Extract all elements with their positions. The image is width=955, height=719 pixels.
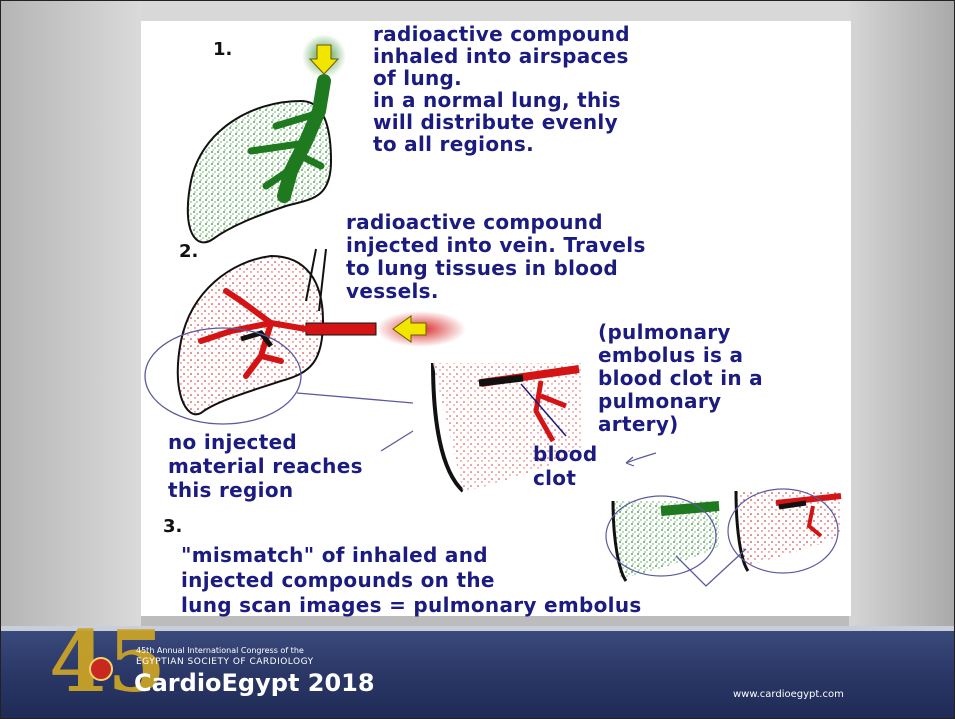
clot-label-line: clot: [533, 467, 576, 489]
no-injection-line: material reaches: [168, 455, 363, 477]
step-1-line: radioactive compound: [373, 23, 630, 45]
embolus-note-line: pulmonary: [598, 390, 721, 412]
step-1-line: of lung.: [373, 67, 462, 89]
step-2-line: to lung tissues in blood: [346, 257, 618, 279]
callout-arrow-icon: [626, 453, 656, 466]
embolus-note-line: artery): [598, 413, 679, 435]
step-2-line: radioactive compound: [346, 211, 603, 233]
footer-url[interactable]: www.cardioegypt.com: [733, 689, 844, 700]
embolus-note-line: embolus is a: [598, 344, 743, 366]
step-3-number: 3.: [163, 516, 182, 537]
footer-society-line: EGYPTIAN SOCIETY OF CARDIOLOGY: [136, 657, 314, 667]
clot-label-line: blood: [533, 443, 597, 465]
step-1-line: in a normal lung, this: [373, 89, 621, 111]
footer-brand: CardioEgypt 2018: [134, 669, 375, 697]
step-3-line: "mismatch" of inhaled and: [181, 544, 488, 566]
step-1-line: inhaled into airspaces: [373, 45, 629, 67]
step-1-line: to all regions.: [373, 133, 534, 155]
step-2-line: injected into vein. Travels: [346, 234, 646, 256]
ventilation-lung-diagram: [188, 34, 346, 242]
step-1-number: 1.: [213, 39, 232, 60]
step-3-line: injected compounds on the: [181, 569, 495, 591]
embolus-note-line: blood clot in a: [598, 367, 763, 389]
clot-mark: [479, 378, 523, 383]
no-injection-line: no injected: [168, 431, 297, 453]
mismatch-comparison: [606, 489, 841, 586]
step-2-line: vessels.: [346, 280, 439, 302]
step-2-number: 2.: [179, 241, 198, 262]
step-1-line: will distribute evenly: [373, 111, 618, 133]
no-injection-line: this region: [168, 479, 293, 501]
embolus-note-line: (pulmonary: [598, 321, 731, 343]
step-3-line: lung scan images = pulmonary embolus: [181, 594, 642, 616]
footer-congress-line: 45th Annual International Congress of th…: [136, 646, 304, 655]
